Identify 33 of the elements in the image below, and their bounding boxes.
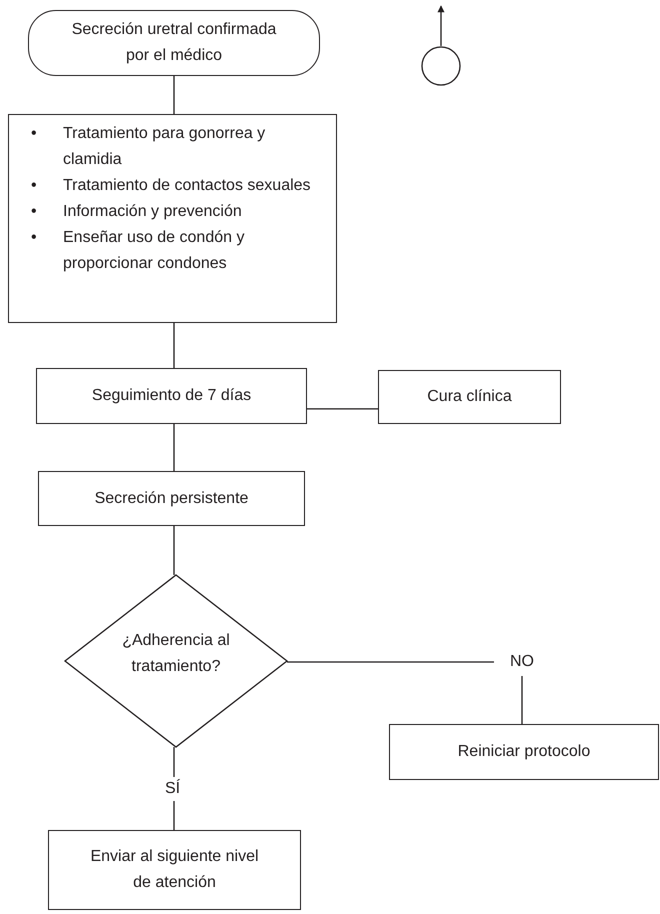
connector-line xyxy=(173,526,175,575)
bullet: • xyxy=(31,202,38,222)
bullet: • xyxy=(31,228,38,248)
terminal-box xyxy=(28,10,320,76)
bullet: • xyxy=(31,124,38,144)
bullet: • xyxy=(31,176,38,196)
branch-label: NO xyxy=(509,652,535,672)
node-text: Seguimiento de 7 días xyxy=(90,386,252,406)
connector-line xyxy=(173,323,175,368)
connector-line xyxy=(307,408,378,410)
process-box xyxy=(36,368,307,424)
process-box xyxy=(389,724,659,780)
list-item: Tratamiento para gonorrea y clamidia xyxy=(63,124,266,170)
node-text: Secreción uretral confirmada por el médico xyxy=(70,20,278,66)
connector-line xyxy=(173,747,175,830)
process-box xyxy=(38,471,305,526)
node-text: Reiniciar protocolo xyxy=(456,742,592,762)
node-text: Enviar al siguiente nivel de atención xyxy=(89,847,260,893)
connector-line xyxy=(173,76,175,114)
connector-line xyxy=(287,661,494,663)
decision-text: ¿Adherencia al tratamiento? xyxy=(121,631,231,677)
process-box xyxy=(378,370,561,424)
bullet-list-box xyxy=(8,114,337,323)
process-box xyxy=(48,830,301,910)
list-item: Tratamiento de contactos sexuales xyxy=(63,176,312,196)
arrow xyxy=(438,5,444,46)
list-item: Información y prevención xyxy=(63,202,243,222)
edge-label: SÍ xyxy=(165,776,180,800)
node-text: Cura clínica xyxy=(426,387,513,407)
list-item: Enseñar uso de condón y proporcionar condones xyxy=(63,228,246,274)
connector-line xyxy=(173,424,175,471)
connector-line xyxy=(521,676,523,724)
node-text: Secreción persistente xyxy=(94,488,250,508)
